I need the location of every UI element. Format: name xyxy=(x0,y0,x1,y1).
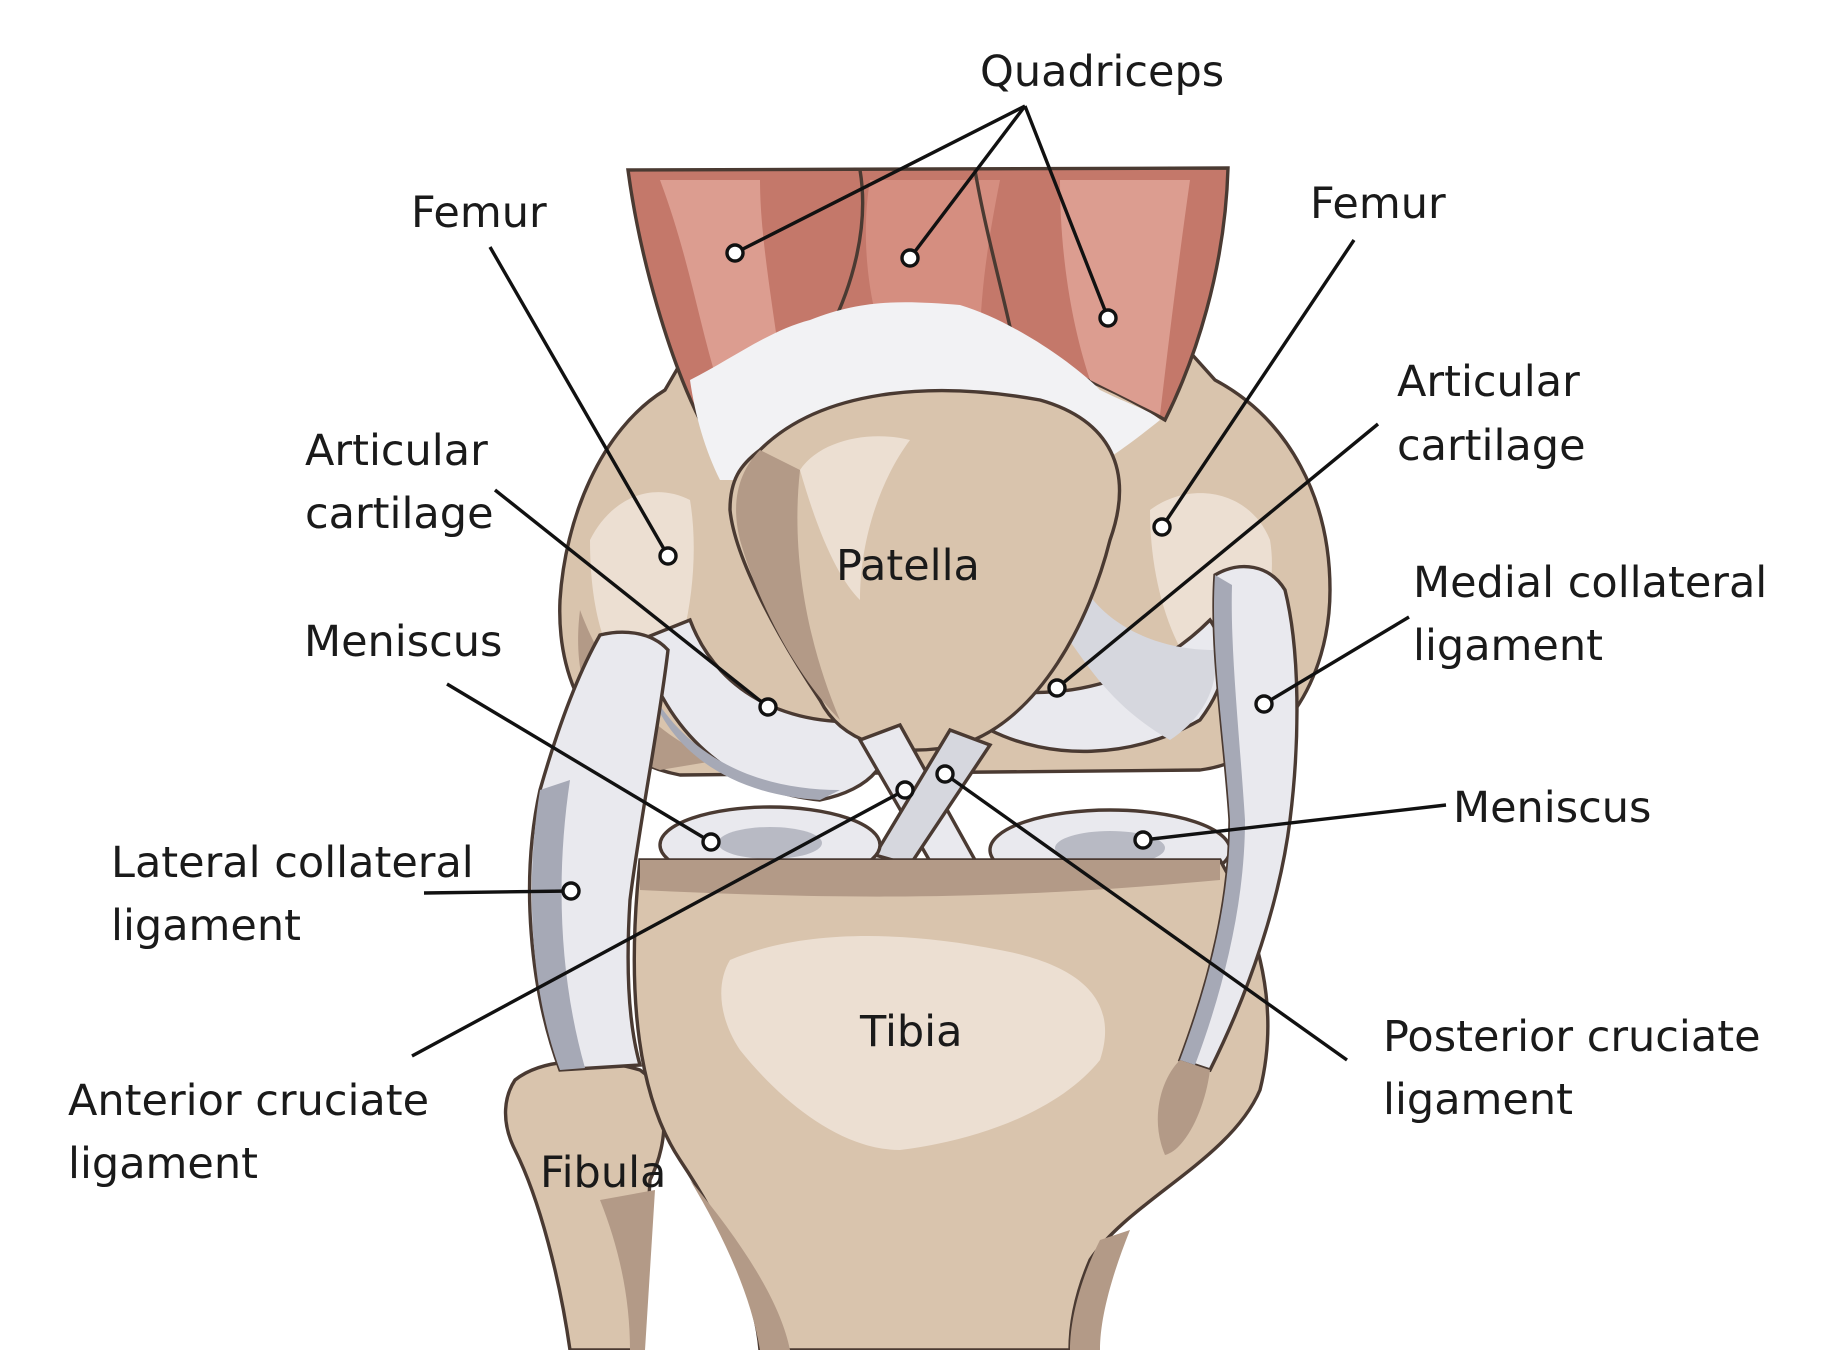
label-fibula: Fibula xyxy=(540,1148,666,1198)
label-anterior-cruciate-line1: Anterior cruciate xyxy=(68,1076,429,1126)
label-posterior-cruciate-line2: ligament xyxy=(1383,1075,1573,1125)
label-meniscus-right: Meniscus xyxy=(1453,783,1651,833)
label-femur-right: Femur xyxy=(1310,179,1446,229)
label-articular-cartilage-left-line1: Articular xyxy=(305,426,488,476)
lateral-collateral-ligament-shadow xyxy=(531,780,585,1070)
label-posterior-cruciate-line1: Posterior cruciate xyxy=(1383,1012,1761,1062)
medial-ligament-insertion xyxy=(1157,1060,1210,1155)
label-lateral-collateral-line1: Lateral collateral xyxy=(111,838,474,888)
label-medial-collateral-line1: Medial collateral xyxy=(1413,558,1767,608)
articular-cartilage-left-shadow xyxy=(650,690,840,800)
label-lateral-collateral-line2: ligament xyxy=(111,901,301,951)
quadriceps-fiber-3 xyxy=(1060,180,1190,415)
medial-collateral-ligament-shadow xyxy=(1180,575,1245,1065)
label-tibia: Tibia xyxy=(859,1007,962,1057)
label-femur-left: Femur xyxy=(411,188,547,238)
label-pointers xyxy=(561,243,1274,901)
label-articular-cartilage-left-line2: cartilage xyxy=(305,489,494,539)
meniscus-left-inner xyxy=(718,827,822,859)
leader-lines xyxy=(411,104,1447,1062)
tibia-highlight xyxy=(721,936,1106,1150)
articular-cartilage-right-band xyxy=(1040,580,1216,740)
tibia-shaft-shadow-left xyxy=(690,1180,790,1350)
label-anterior-cruciate-line2: ligament xyxy=(68,1139,258,1189)
tibia-shaft-shadow-right xyxy=(1070,1230,1130,1350)
label-patella: Patella xyxy=(836,541,980,591)
label-medial-collateral-line2: ligament xyxy=(1413,621,1603,671)
fibula-shadow xyxy=(600,1190,655,1350)
patella-shadow xyxy=(736,450,840,720)
label-quadriceps: Quadriceps xyxy=(980,47,1224,97)
label-meniscus-left: Meniscus xyxy=(304,617,502,667)
patella-highlight xyxy=(800,436,910,600)
tibia-plateau-rim xyxy=(640,860,1220,897)
quadriceps-fiber-1 xyxy=(660,180,780,390)
label-articular-cartilage-right-line2: cartilage xyxy=(1397,421,1586,471)
label-articular-cartilage-right-line1: Articular xyxy=(1397,357,1580,407)
